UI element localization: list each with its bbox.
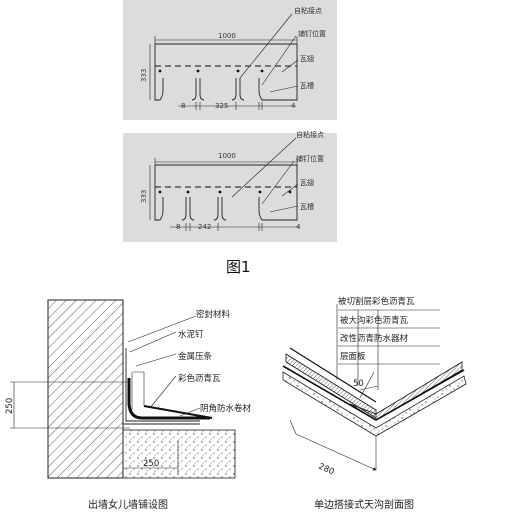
diagram-b-label-tab: 瓦翅 xyxy=(300,178,314,187)
parapet-horizontal-dimension: 250 xyxy=(143,459,159,469)
parapet-detail: 250 250 密封材料 水泥钉 金属压条 彩色沥青瓦 阴角防水卷材 出墙女儿墙… xyxy=(5,299,252,511)
diagram-b-label-slot: 瓦槽 xyxy=(300,202,314,211)
diagram-a-tab-dimension: 325 xyxy=(215,102,228,110)
valley-width-dimension: 280 xyxy=(317,462,336,478)
parapet-label-cement-nail: 水泥钉 xyxy=(178,329,204,340)
diagram-a-width-dimension: 1000 xyxy=(218,32,236,40)
valley-label-modified-membrane: 改性沥青防水器材 xyxy=(340,333,409,344)
roof-slab xyxy=(122,429,236,479)
diagram-b-left-gap-dimension: 8 xyxy=(176,223,180,231)
diagram-b-height-dimension: 333 xyxy=(140,190,148,203)
diagram-a-left-gap-dimension: 8 xyxy=(181,102,185,110)
parapet-label-sealant: 密封材料 xyxy=(196,309,231,320)
valley-overlap-dimension: 50 xyxy=(353,379,364,389)
diagram-b-label-nail-position: 铺钉位置 xyxy=(296,154,324,163)
valley-label-deck: 层面板 xyxy=(340,351,366,362)
diagram-a-right-gap-dimension: 4 xyxy=(291,102,296,110)
parapet-vertical-dimension: 250 xyxy=(5,398,15,414)
diagram-a-label-self-adhesive: 自粘接点 xyxy=(294,6,322,15)
diagram-a-height-dimension: 333 xyxy=(140,69,148,82)
valley-cut-shingle-layer xyxy=(349,361,463,421)
valley-label-cut-shingle: 被切割层彩色沥青瓦 xyxy=(338,296,415,307)
valley-caption: 单边搭接式天沟剖面图 xyxy=(314,498,414,511)
diagram-a-label-slot: 瓦槽 xyxy=(300,81,314,90)
shingle-diagram-a: 1000 333 自粘接点 铺钉位置 瓦翅 瓦槽 8 325 4 xyxy=(123,0,337,120)
diagram-b-width-dimension: 1000 xyxy=(218,152,236,160)
valley-label-valley-shingle: 被大沟彩色沥青瓦 xyxy=(340,315,409,326)
diagram-b-right-gap-dimension: 4 xyxy=(296,223,301,231)
figure-label: 图1 xyxy=(226,258,251,276)
valley-width-dimension-line xyxy=(295,433,377,471)
diagram-b-tab-dimension: 242 xyxy=(198,223,211,231)
diagram-a-label-tab: 瓦翅 xyxy=(300,54,314,63)
diagram-b-label-self-adhesive: 自粘接点 xyxy=(296,130,324,139)
diagram-a-label-nail-position: 铺钉位置 xyxy=(298,29,326,38)
parapet-wall xyxy=(47,299,124,479)
diagram-b-shingle-outline xyxy=(154,164,298,221)
valley-deck xyxy=(282,371,467,437)
parapet-label-shingle: 彩色沥青瓦 xyxy=(178,373,221,384)
parapet-caption: 出墙女儿墙铺设图 xyxy=(88,498,168,511)
valley-detail: 被切割层彩色沥青瓦 被大沟彩色沥青瓦 改性沥青防水器材 层面板 50 280 单… xyxy=(282,296,467,511)
parapet-label-corner-membrane: 阴角防水卷材 xyxy=(200,403,252,414)
corner-membrane xyxy=(122,345,200,425)
shingle-diagram-b: 1000 333 自粘接点 铺钉位置 瓦翅 瓦槽 8 242 4 xyxy=(123,130,337,242)
parapet-label-metal-strip: 金属压条 xyxy=(178,351,213,362)
diagram-a-shingle-outline xyxy=(154,43,298,101)
